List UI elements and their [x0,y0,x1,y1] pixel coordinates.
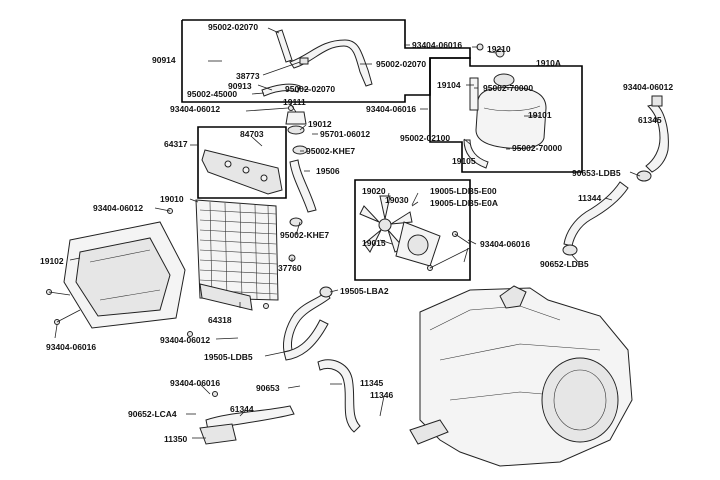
reservoir-group-box [429,57,583,173]
part-label: 19030 [385,195,409,205]
part-label: 37760 [278,263,302,273]
part-label: 95002-KHE7 [280,230,330,240]
part-label: 61344 [230,404,254,414]
fan-group-box [354,179,471,281]
hose-61345-part [645,103,669,173]
part-label: 19111 [283,97,306,107]
reservoir-tank-part [475,87,547,149]
reservoir-hose-part [463,139,489,169]
part-label: 38773 [236,71,260,81]
part-label: 19506 [316,166,340,176]
part-label: 95002-02070 [376,59,427,69]
part-label: 84703 [240,129,264,139]
part-label: 19104 [437,80,461,90]
part-label: 93404-06016 [366,104,417,114]
thermostat-bracket-part [201,149,283,195]
part-label: 19102 [40,256,64,266]
part-label: 11345 [360,378,384,388]
part-label: 93404-06012 [93,203,144,213]
thermostat-bracket-box [197,126,287,199]
part-label: 90653 [256,383,280,393]
part-label: 19015 [362,238,386,248]
lower-small-hose-part [261,83,301,97]
thermostat-housing-part [285,111,307,125]
reservoir-detail-line [483,105,541,112]
hose-clip-part [299,57,309,65]
part-label: 95002-45000 [187,89,238,99]
part-label: 64318 [208,315,232,325]
upper-hose-part [275,29,293,63]
part-label: 95002-02070 [208,22,259,32]
part-label: 19505-LDB5 [204,352,253,362]
hose-11345-part [317,359,361,433]
part-label: 93404-06012 [170,104,221,114]
part-label: 19210 [487,44,511,54]
part-label: 19005-LDB5-E00 [430,186,497,196]
part-label: 90652-LDB5 [540,259,589,269]
part-label: 19012 [308,119,332,129]
upper-hose-long-part [289,39,373,87]
part-label: 93404-06016 [412,40,463,50]
leader-lines [48,27,658,439]
part-label: 61345 [638,115,662,125]
reservoir-cap-part [493,73,515,87]
part-label: 95002-70000 [483,83,534,93]
part-label: 90653-LDB5 [572,168,621,178]
part-label: 95002-KHE7 [306,146,356,156]
radiator-part [195,199,279,301]
reservoir-overflow-hose-part [469,77,479,111]
part-label: 19105 [452,156,476,166]
part-label: 11350 [164,434,188,444]
part-label: 95002-02100 [400,133,451,143]
radiator-bracket-part [199,283,253,311]
part-label: 19010 [160,194,184,204]
hose-19506-part [289,159,317,213]
part-label: 90913 [228,81,252,91]
part-label: 19020 [362,186,386,196]
part-label: 95002-70000 [512,143,563,153]
part-label: 95002-02070 [285,84,336,94]
part-label: 93404-06016 [480,239,531,249]
part-label: 90914 [152,55,176,65]
part-label: 19005-LDB5-E0A [430,198,499,208]
pipe-11350-part [199,423,237,445]
part-label: 1910A [536,58,562,68]
part-label: 64317 [164,139,188,149]
part-label: 93404-06012 [623,82,674,92]
hose-11344-part [563,181,629,247]
part-label: 11346 [370,390,394,400]
part-label: 93404-06016 [46,342,97,352]
part-label: 19101 [528,110,552,120]
part-label: 93404-06012 [160,335,211,345]
part-label: 93404-06016 [170,378,221,388]
part-label: 11344 [578,193,602,203]
part-label: 19505-LBA2 [340,286,389,296]
part-label: 95701-06012 [320,129,371,139]
part-label: 90652-LCA4 [128,409,177,419]
